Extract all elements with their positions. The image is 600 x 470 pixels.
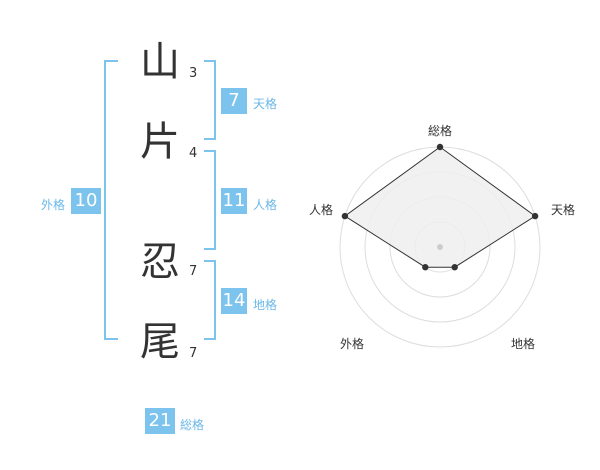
radar-data-point — [531, 212, 539, 220]
radar-label-top: 総格 — [428, 124, 453, 138]
radar-label-bottom-left: 外格 — [340, 337, 365, 351]
stroke-count-2: 4 — [189, 146, 198, 161]
radar-data-area — [344, 146, 536, 268]
chikaku-value: 14 — [221, 288, 247, 314]
gaikaku-label: 外格 — [41, 198, 66, 212]
chikaku-bracket — [204, 260, 216, 340]
radar-label-left: 人格 — [309, 203, 334, 217]
jinkaku-value: 11 — [221, 188, 247, 214]
soukaku-value: 21 — [145, 408, 175, 434]
tenkaku-label: 天格 — [253, 97, 278, 111]
tenkaku-bracket — [204, 60, 216, 140]
soukaku-label: 総格 — [180, 418, 205, 432]
stroke-count-4: 7 — [189, 346, 198, 361]
name-char-1: 山 — [140, 39, 180, 85]
radar-data-point — [451, 264, 458, 271]
radar-label-right: 天格 — [551, 203, 576, 217]
stroke-count-3: 7 — [189, 264, 198, 279]
name-char-3: 忍 — [140, 239, 180, 285]
name-char-4: 尾 — [140, 319, 180, 365]
radar-data-point — [436, 143, 444, 151]
chikaku-label: 地格 — [253, 298, 278, 312]
jinkaku-bracket — [204, 150, 216, 250]
radar-data-point — [341, 212, 349, 220]
radar-center-dot — [437, 244, 443, 250]
name-char-2: 片 — [140, 119, 180, 165]
gaikaku-bracket — [104, 60, 118, 340]
tenkaku-value: 7 — [221, 88, 247, 114]
radar-label-bottom-right: 地格 — [511, 337, 536, 351]
stroke-count-1: 3 — [189, 66, 198, 81]
gaikaku-value: 10 — [71, 188, 101, 214]
radar-data-point — [422, 264, 429, 271]
jinkaku-label: 人格 — [253, 198, 278, 212]
